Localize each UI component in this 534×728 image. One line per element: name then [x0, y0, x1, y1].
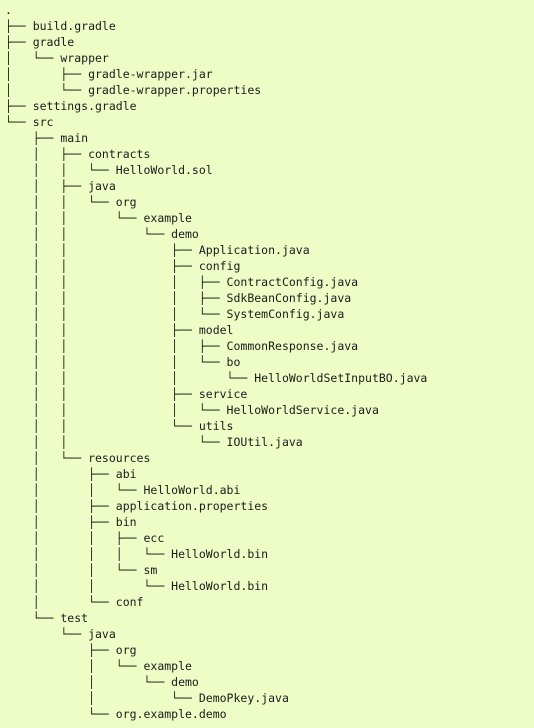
tree-line: │ │ │ └── SystemConfig.java: [5, 307, 345, 321]
tree-line: ├── gradle: [5, 35, 75, 49]
tree-line: │ │ ├── config: [5, 259, 241, 273]
tree-line: │ │ └── example: [5, 211, 192, 225]
tree-line: │ ├── java: [5, 179, 116, 193]
tree-line: │ │ └── HelloWorld.abi: [5, 483, 241, 497]
tree-line: │ │ └── sm: [5, 563, 158, 577]
tree-line: │ └── conf: [5, 595, 144, 609]
tree-line: ├── org: [5, 643, 137, 657]
tree-line: │ ├── contracts: [5, 147, 151, 161]
tree-line: ├── build.gradle: [5, 19, 116, 33]
tree-line: └── org.example.demo: [5, 707, 227, 721]
tree-line: │ │ │ └── bo: [5, 355, 241, 369]
tree-line: │ │ └── HelloWorld.sol: [5, 163, 213, 177]
tree-line: │ │ ├── Application.java: [5, 243, 310, 257]
tree-line: │ └── DemoPkey.java: [5, 691, 289, 705]
tree-line: │ │ │ ├── CommonResponse.java: [5, 339, 359, 353]
tree-line: │ └── gradle-wrapper.properties: [5, 83, 262, 97]
tree-line: ├── settings.gradle: [5, 99, 137, 113]
tree-line: │ │ │ ├── ContractConfig.java: [5, 275, 359, 289]
tree-line: │ │ ├── ecc: [5, 531, 165, 545]
tree-line: │ │ ├── service: [5, 387, 248, 401]
tree-line: │ │ │ └── HelloWorldService.java: [5, 403, 379, 417]
tree-line: │ └── demo: [5, 675, 199, 689]
tree-line: │ │ └── HelloWorld.bin: [5, 579, 269, 593]
tree-line: │ │ │ └── HelloWorldSetInputBO.java: [5, 371, 428, 385]
tree-line: │ │ └── demo: [5, 227, 199, 241]
tree-line: │ ├── gradle-wrapper.jar: [5, 67, 213, 81]
tree-line: └── java: [5, 627, 116, 641]
tree-line: │ ├── bin: [5, 515, 137, 529]
tree-line: │ │ └── utils: [5, 419, 234, 433]
tree-line: │ └── wrapper: [5, 51, 109, 65]
tree-line: │ └── example: [5, 659, 192, 673]
tree-line: │ │ └── IOUtil.java: [5, 435, 303, 449]
tree-line: │ └── resources: [5, 451, 151, 465]
tree-line: ├── main: [5, 131, 89, 145]
tree-line: │ │ ├── model: [5, 323, 234, 337]
tree-line: │ │ │ └── HelloWorld.bin: [5, 547, 269, 561]
tree-line: │ │ └── org: [5, 195, 137, 209]
tree-line: │ │ │ ├── SdkBeanConfig.java: [5, 291, 352, 305]
tree-line: └── test: [5, 611, 89, 625]
tree-line: │ ├── abi: [5, 467, 137, 481]
tree-line: .: [5, 3, 12, 17]
tree-line: │ ├── application.properties: [5, 499, 269, 513]
tree-line: └── src: [5, 115, 54, 129]
